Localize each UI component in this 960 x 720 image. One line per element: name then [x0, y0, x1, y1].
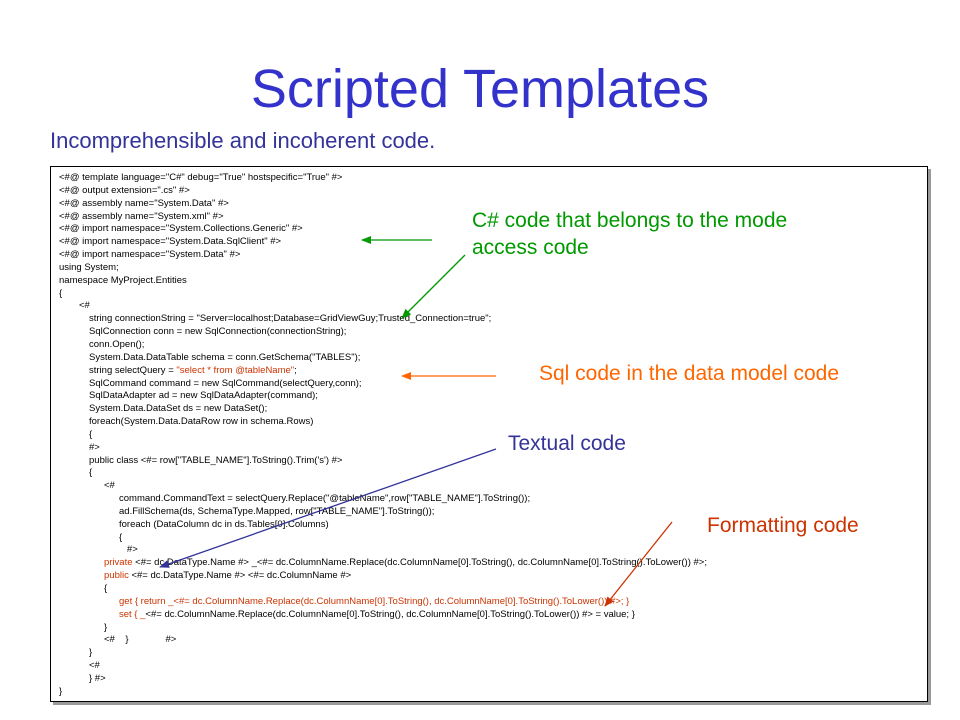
- annotation-csharp-line1: C# code that belongs to the mode: [472, 209, 788, 232]
- code-token: System.Data.DataTable schema = conn.GetS…: [89, 351, 361, 363]
- code-line: }: [59, 686, 707, 699]
- code-token: "select * from @tableName": [176, 364, 295, 376]
- code-token: <#= dc.DataType.Name #> <#= dc.ColumnNam…: [128, 570, 352, 582]
- code-token: System.Data.DataSet ds = new DataSet();: [89, 403, 268, 415]
- code-line: namespace MyProject.Entities: [59, 275, 707, 288]
- code-token: <#@ output extension=".cs" #>: [59, 184, 190, 196]
- code-token: SqlDataAdapter ad = new SqlDataAdapter(c…: [89, 390, 318, 402]
- code-token: command.CommandText = selectQuery.Replac…: [119, 493, 531, 505]
- code-line: <#@ import namespace="System.Data.SqlCli…: [59, 236, 707, 249]
- code-token: public: [104, 570, 129, 582]
- code-line: <#@ assembly name="System.xml" #>: [59, 211, 707, 224]
- code-token: {: [89, 467, 93, 479]
- code-line: set { _<#= dc.ColumnName.Replace(dc.Colu…: [59, 609, 707, 622]
- code-token: private: [104, 557, 133, 569]
- code-token: set { _: [119, 608, 146, 620]
- code-token: <#@ template language="C#" debug="True" …: [59, 172, 343, 183]
- code-line: public <#= dc.DataType.Name #> <#= dc.Co…: [59, 570, 707, 583]
- code-line: <#@ template language="C#" debug="True" …: [59, 172, 707, 185]
- code-token: foreach (DataColumn dc in ds.Tables[0].C…: [119, 518, 329, 530]
- code-token: {: [104, 583, 108, 594]
- code-line: string connectionString = "Server=localh…: [59, 313, 707, 326]
- code-line: get { return _<#= dc.ColumnName.Replace(…: [59, 596, 707, 609]
- code-line: <#@ output extension=".cs" #>: [59, 185, 707, 198]
- code-line: {: [59, 583, 707, 596]
- code-token: string connectionString = "Server=localh…: [89, 313, 492, 325]
- code-line: <#: [59, 480, 707, 493]
- slide-subtitle: Incomprehensible and incoherent code.: [50, 128, 436, 153]
- slide-title: Scripted Templates: [250, 59, 710, 119]
- code-line: <#: [59, 300, 707, 313]
- code-line: {: [59, 532, 707, 545]
- code-line: conn.Open();: [59, 339, 707, 352]
- annotation-csharp-line2: access code: [472, 236, 589, 259]
- code-line: foreach (DataColumn dc in ds.Tables[0].C…: [59, 519, 707, 532]
- code-token: <# } #>: [104, 634, 177, 646]
- code-token: public class <#= row["TABLE_NAME"].ToStr…: [89, 454, 343, 466]
- annotation-textual-code: Textual code: [508, 432, 626, 455]
- code-token: <#@ assembly name="System.Data" #>: [59, 197, 229, 209]
- code-token: ; }: [620, 595, 630, 607]
- code-line: <#: [59, 660, 707, 673]
- code-line: } #>: [59, 673, 707, 686]
- code-line: SqlCommand command = new SqlCommand(sele…: [59, 378, 707, 391]
- code-line: using System;: [59, 262, 707, 275]
- code-line: command.CommandText = selectQuery.Replac…: [59, 493, 707, 506]
- code-token: SqlCommand command = new SqlCommand(sele…: [89, 377, 362, 389]
- code-token: ad.FillSchema(ds, SchemaType.Mapped, row…: [119, 505, 435, 517]
- code-line: #>: [59, 544, 707, 557]
- code-token: conn.Open();: [89, 338, 145, 350]
- code-token: {: [89, 428, 93, 440]
- code-token: <#: [104, 480, 115, 492]
- code-token: }: [104, 621, 108, 633]
- code-token: #>: [119, 544, 138, 556]
- code-token: }: [59, 685, 63, 697]
- code-line: <#@ assembly name="System.Data" #>: [59, 198, 707, 211]
- code-line: <# } #>: [59, 634, 707, 647]
- code-token: <#@ import namespace="System.Data.SqlCli…: [59, 236, 282, 248]
- code-line: {: [59, 288, 707, 301]
- code-token: foreach(System.Data.DataRow row in schem…: [89, 416, 314, 428]
- code-line: }: [59, 647, 707, 660]
- code-token: <#@ import namespace="System.Data" #>: [59, 249, 241, 261]
- code-token: } #>: [89, 672, 106, 684]
- code-token: namespace MyProject.Entities: [59, 274, 187, 286]
- code-line: {: [59, 467, 707, 480]
- annotation-formatting-code: Formatting code: [707, 514, 859, 537]
- code-line: <#@ import namespace="System.Collections…: [59, 223, 707, 236]
- code-line: System.Data.DataSet ds = new DataSet();: [59, 403, 707, 416]
- code-line: <#@ import namespace="System.Data" #>: [59, 249, 707, 262]
- code-line: string selectQuery = "select * from @tab…: [59, 365, 707, 378]
- code-line: System.Data.DataTable schema = conn.GetS…: [59, 352, 707, 365]
- code-line: {: [59, 429, 707, 442]
- code-line: }: [59, 622, 707, 635]
- annotation-csharp-code: C# code that belongs to the mode access …: [472, 207, 787, 261]
- code-token: {: [59, 287, 63, 299]
- code-line: ad.FillSchema(ds, SchemaType.Mapped, row…: [59, 506, 707, 519]
- code-token: <#@ import namespace="System.Collections…: [59, 223, 303, 235]
- code-token: using System;: [59, 261, 119, 273]
- code-token: <#@ assembly name="System.xml" #>: [59, 210, 224, 222]
- code-token: <#= dc.ColumnName.Replace(dc.ColumnName[…: [145, 608, 635, 620]
- code-token: ;: [294, 364, 297, 376]
- code-line: #>: [59, 442, 707, 455]
- code-token: string selectQuery =: [89, 364, 177, 376]
- code-token: SqlConnection conn = new SqlConnection(c…: [89, 326, 347, 338]
- code-line: private <#= dc.DataType.Name #> _<#= dc.…: [59, 557, 707, 570]
- code-token: {: [119, 531, 123, 543]
- code-line: SqlDataAdapter ad = new SqlDataAdapter(c…: [59, 390, 707, 403]
- code-token: get { return _: [119, 595, 174, 607]
- code-token: }: [89, 647, 93, 659]
- code-listing-box: <#@ template language="C#" debug="True" …: [50, 166, 928, 702]
- code-token: #>: [89, 441, 100, 453]
- code-token: <#: [89, 660, 100, 672]
- annotation-sql-code: Sql code in the data model code: [539, 362, 840, 385]
- code-line: SqlConnection conn = new SqlConnection(c…: [59, 326, 707, 339]
- code-token: <#= dc.DataType.Name #> _<#= dc.ColumnNa…: [132, 557, 707, 569]
- code-token: <#: [79, 300, 90, 312]
- code-line: foreach(System.Data.DataRow row in schem…: [59, 416, 707, 429]
- code-token: <#= dc.ColumnName.Replace(dc.ColumnName[…: [173, 595, 621, 607]
